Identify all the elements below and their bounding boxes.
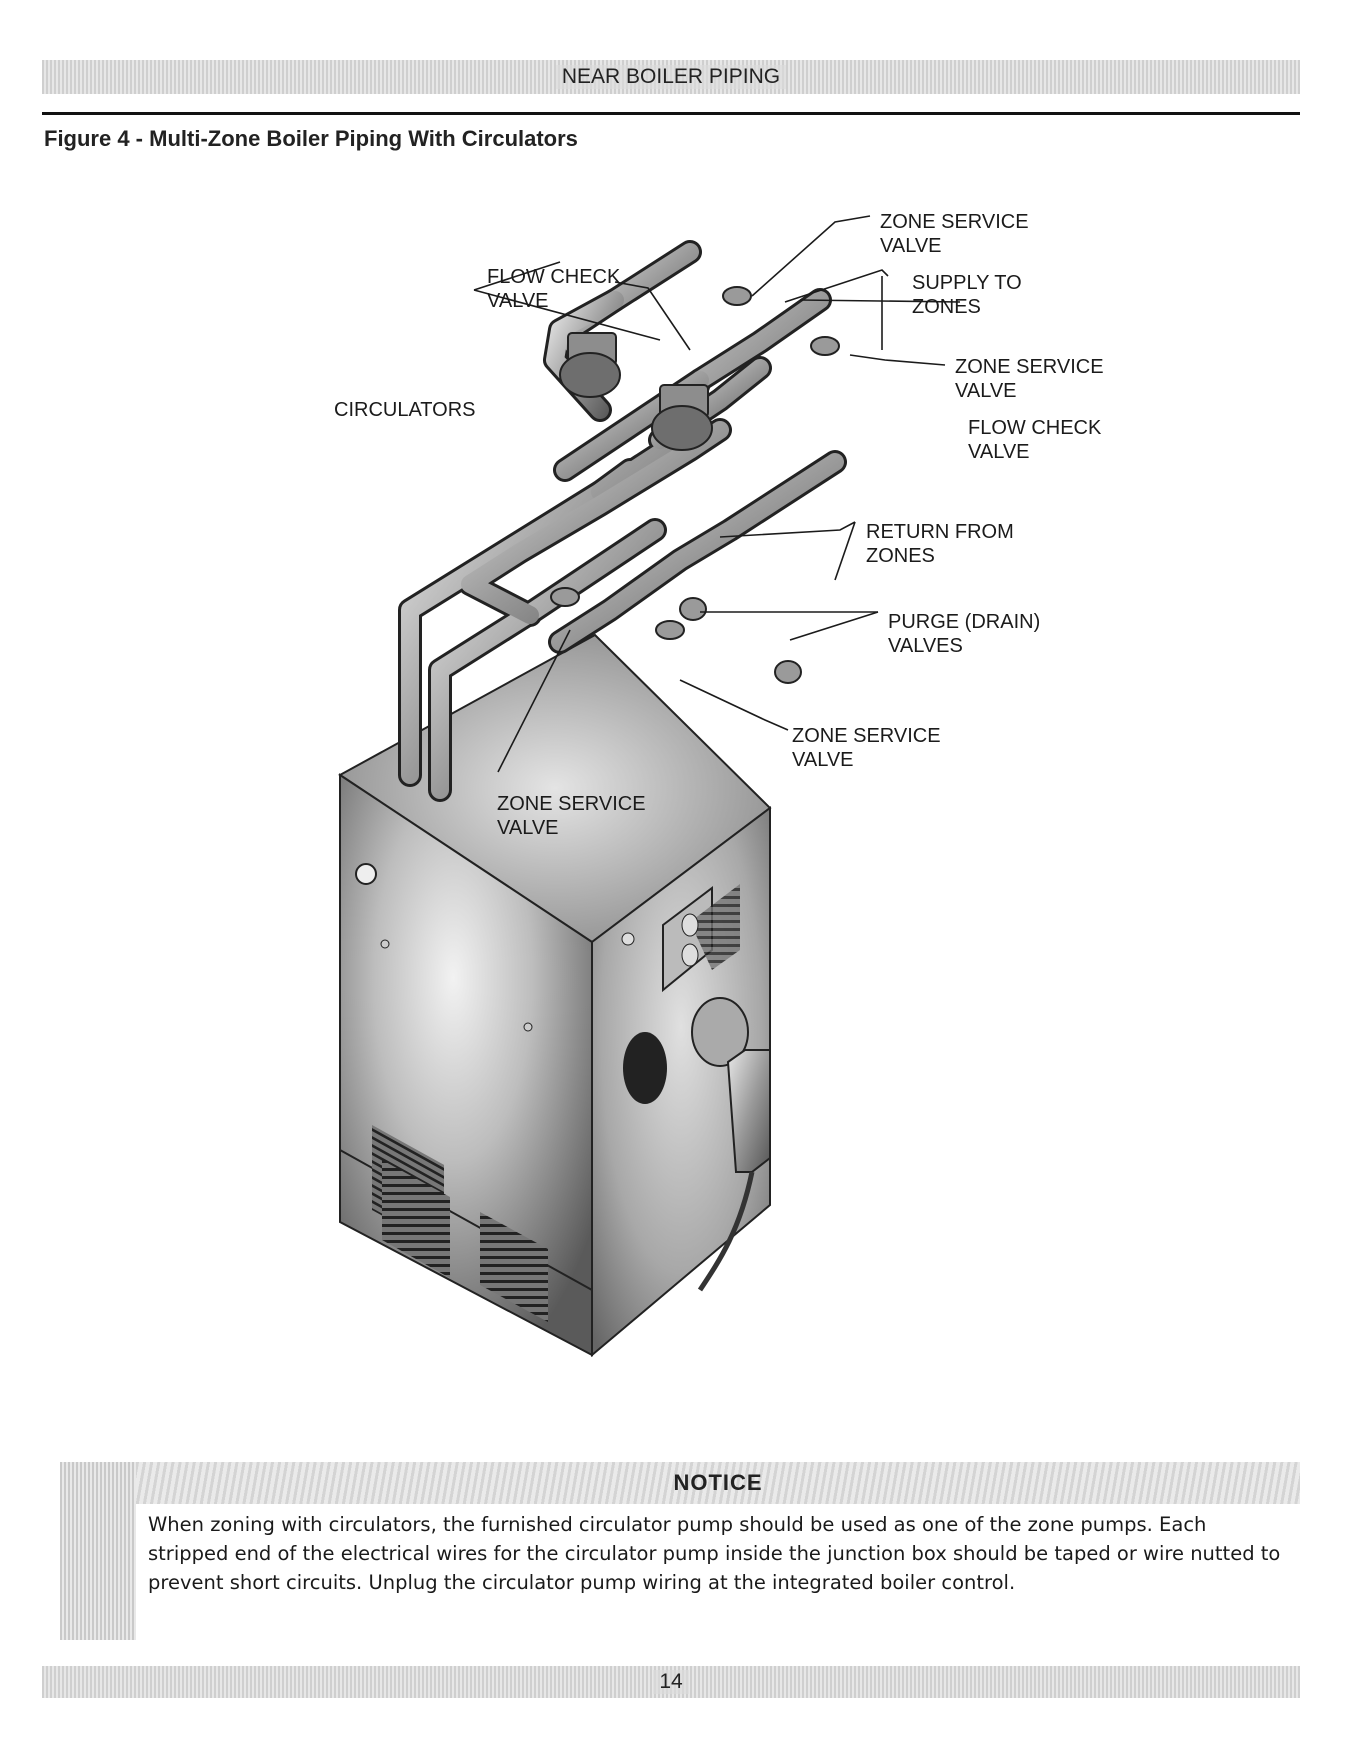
circulator-pump: [559, 332, 621, 398]
label-flow-check-valve-left: VALVE: [487, 290, 549, 312]
notice-box: NOTICE When zoning with circulators, the…: [60, 1462, 1300, 1640]
label-circulators: CIRCULATORS: [334, 399, 476, 421]
label-zone-service-valve-top: VALVE: [880, 235, 942, 257]
figure-title: Figure 4 - Multi-Zone Boiler Piping With…: [44, 126, 578, 151]
notice-heading: NOTICE: [673, 1470, 763, 1495]
diagram-labels: ZONE SERVICE VALVE FLOW CHECK VALVE SUPP…: [334, 211, 1104, 839]
label-zone-service-valve-front: ZONE SERVICE: [497, 793, 646, 815]
label-zone-service-valve-lower: ZONE SERVICE: [792, 725, 941, 747]
outlet-icon: [681, 943, 699, 967]
notice-header: NOTICE: [136, 1462, 1300, 1504]
label-supply-to-zones: SUPPLY TO: [912, 272, 1022, 294]
front-louver-left: [382, 1160, 450, 1278]
label-purge-drain-valves: VALVES: [888, 635, 963, 657]
page-number: 14: [653, 1670, 689, 1694]
label-zone-service-valve-lower: VALVE: [792, 749, 854, 771]
header-banner: NEAR BOILER PIPING: [42, 60, 1300, 94]
circulator-pump: [651, 384, 713, 451]
label-flow-check-valve-right: VALVE: [968, 441, 1030, 463]
zone-service-valve-handle: [810, 336, 840, 356]
label-supply-to-zones: ZONES: [912, 296, 981, 318]
purge-valve-handle: [679, 597, 707, 621]
outlet-icon: [681, 913, 699, 937]
zone-service-valve-handle: [550, 587, 580, 607]
label-zone-service-valve-right: ZONE SERVICE: [955, 356, 1104, 378]
label-return-from-zones: RETURN FROM: [866, 521, 1014, 543]
boiler-cabinet: [338, 633, 772, 1358]
header-rule: [42, 112, 1300, 115]
label-zone-service-valve-right: VALVE: [955, 380, 1017, 402]
cable: [697, 1171, 755, 1292]
zone-service-valve-handle: [722, 286, 752, 306]
label-zone-service-valve-front: VALVE: [497, 817, 559, 839]
purge-valve-handle: [774, 660, 802, 684]
label-zone-service-valve-top: ZONE SERVICE: [880, 211, 1029, 233]
notice-side-bar: [60, 1462, 136, 1640]
valve-handles: [550, 286, 840, 684]
burner-port: [623, 1032, 667, 1104]
front-louver-right: [480, 1212, 548, 1322]
label-purge-drain-valves: PURGE (DRAIN): [888, 611, 1040, 633]
footer-banner: 14: [42, 1666, 1300, 1698]
section-title: NEAR BOILER PIPING: [555, 65, 787, 89]
gas-valve: [726, 1049, 771, 1173]
label-flow-check-valve-right: FLOW CHECK: [968, 417, 1102, 439]
leader-lines: [473, 215, 961, 773]
label-return-from-zones: ZONES: [866, 545, 935, 567]
label-flow-check-valve-left: FLOW CHECK: [487, 266, 621, 288]
notice-body: When zoning with circulators, the furnis…: [148, 1513, 1281, 1594]
zone-service-valve-handle: [655, 620, 685, 640]
gauge-icon: [355, 863, 377, 885]
